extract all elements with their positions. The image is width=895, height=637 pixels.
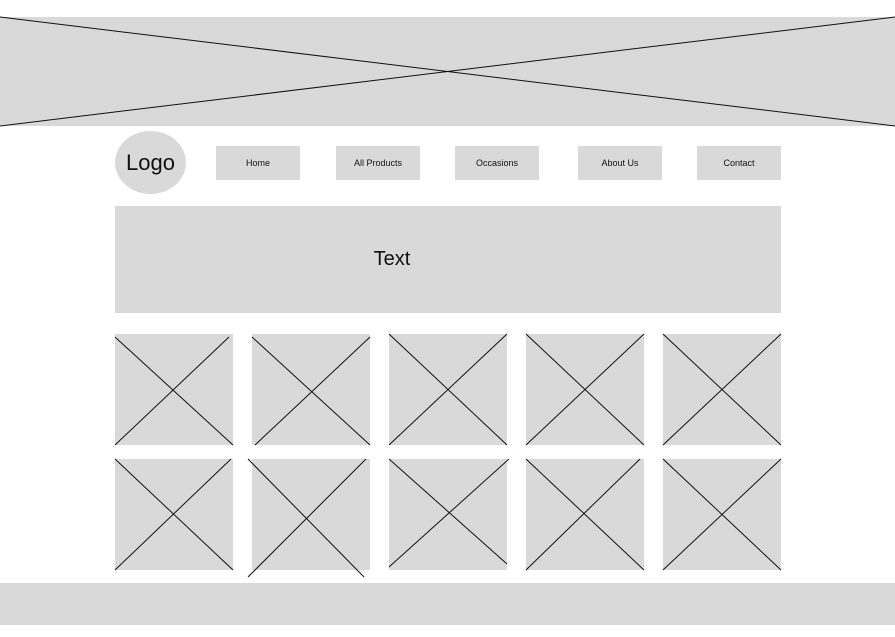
product-tile-4[interactable]	[526, 334, 644, 445]
text-block: Text	[115, 206, 781, 313]
product-tile-2[interactable]	[252, 334, 370, 445]
product-tile-7[interactable]	[252, 459, 370, 570]
image-placeholder-icon	[389, 334, 507, 445]
nav-about-us-label: About Us	[601, 158, 639, 168]
image-placeholder-icon	[115, 459, 233, 570]
text-block-label: Text	[373, 248, 411, 270]
nav-all-products-label: All Products	[353, 158, 403, 168]
product-tile-8[interactable]	[389, 459, 507, 570]
image-placeholder-icon	[252, 459, 370, 570]
nav-all-products-button[interactable]: All Products	[336, 146, 420, 180]
nav-home-button[interactable]: Home	[216, 146, 300, 180]
logo-label: Logo	[126, 149, 175, 175]
nav-about-us-button[interactable]: About Us	[578, 146, 662, 180]
nav-contact-button[interactable]: Contact	[697, 146, 781, 180]
image-placeholder-icon	[115, 334, 233, 445]
product-tile-1[interactable]	[115, 334, 233, 445]
nav-occasions-button[interactable]: Occasions	[455, 146, 539, 180]
image-placeholder-icon	[252, 334, 370, 445]
nav-contact-label: Contact	[723, 158, 755, 168]
product-tile-3[interactable]	[389, 334, 507, 445]
product-tile-5[interactable]	[663, 334, 781, 445]
image-placeholder-icon	[0, 17, 895, 126]
footer	[0, 583, 895, 625]
image-placeholder-icon	[526, 334, 644, 445]
logo[interactable]: Logo	[115, 131, 186, 194]
product-tile-9[interactable]	[526, 459, 644, 570]
image-placeholder-icon	[663, 459, 781, 570]
image-placeholder-icon	[663, 334, 781, 445]
nav-occasions-label: Occasions	[475, 158, 519, 168]
image-placeholder-icon	[389, 459, 507, 570]
product-tile-10[interactable]	[663, 459, 781, 570]
product-tile-6[interactable]	[115, 459, 233, 570]
image-placeholder-icon	[526, 459, 644, 570]
nav-home-label: Home	[245, 158, 270, 168]
hero-banner	[0, 17, 895, 126]
